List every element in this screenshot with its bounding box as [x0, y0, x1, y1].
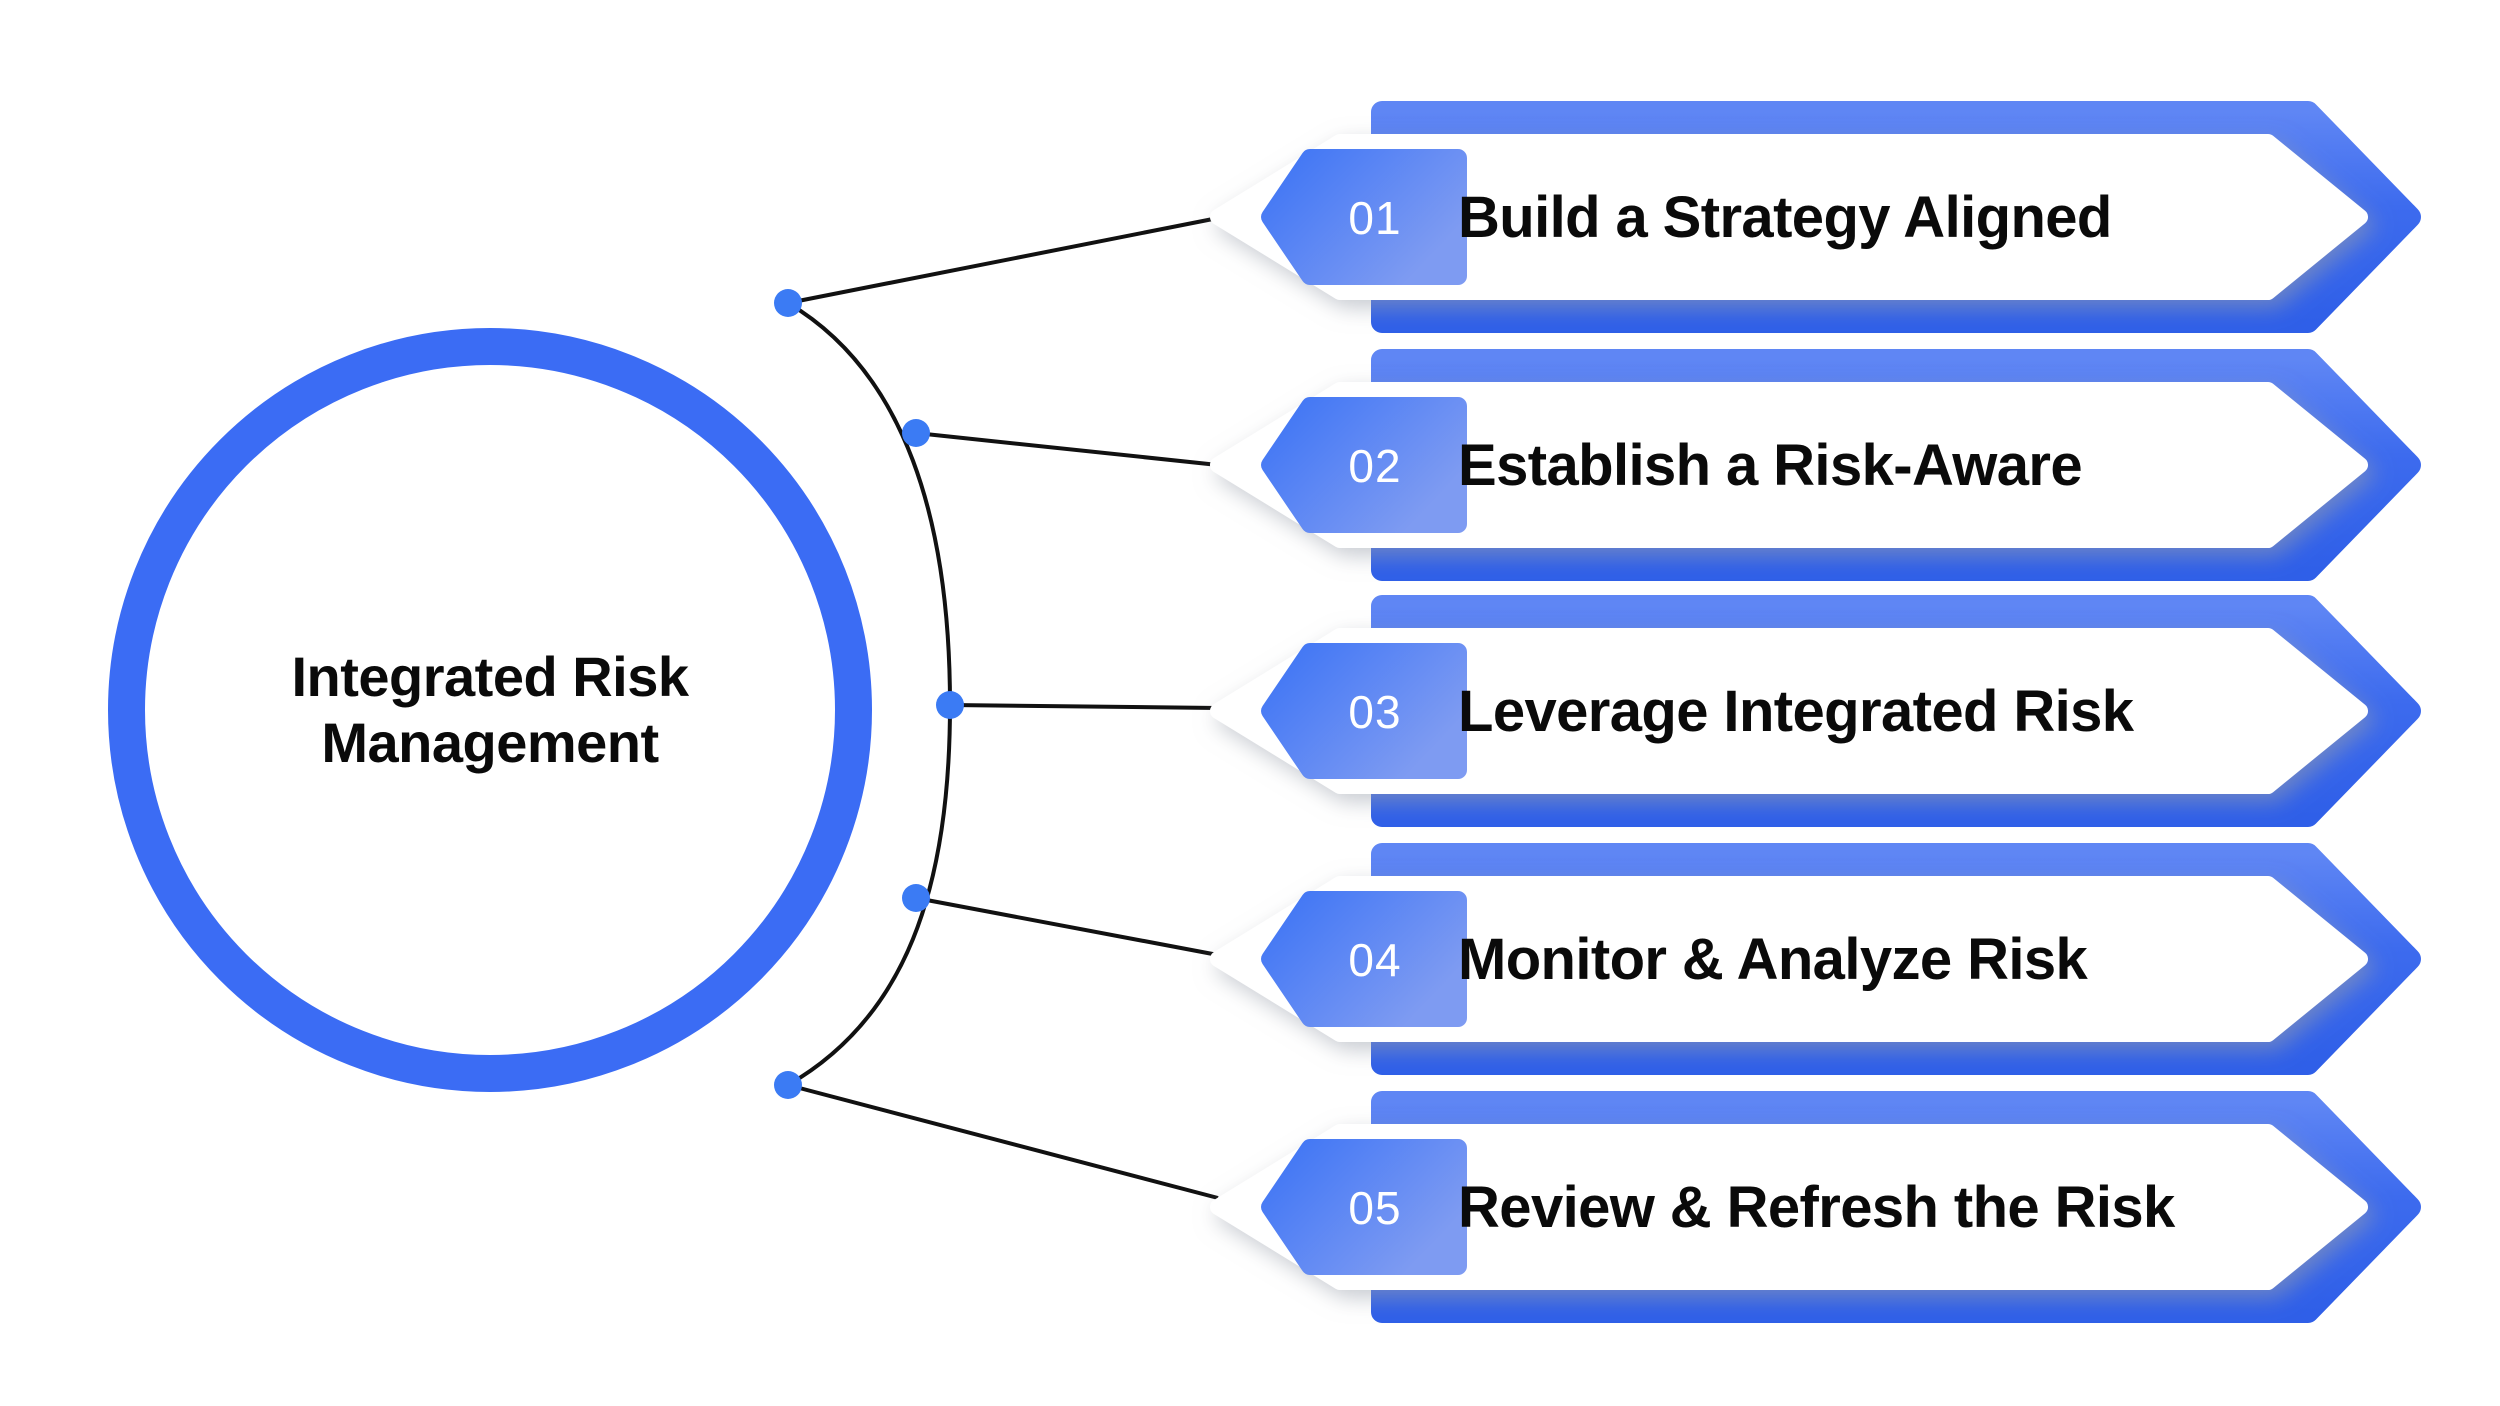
step-row-4[interactable]: 04 Monitor & Analyze Risk: [1210, 842, 2425, 1077]
step-title-2: Establish a Risk-Aware: [1458, 433, 2083, 498]
connector-dot-5: [774, 1071, 802, 1099]
step-white-card-4: [1210, 876, 2368, 1042]
step-shape-3: [1210, 595, 2421, 827]
step-shape-2: [1210, 349, 2421, 581]
step-number-1: 01: [1348, 191, 1402, 244]
step-number-chevron-2: [1261, 397, 1467, 533]
leader-line-3: [949, 703, 1219, 710]
connector-dot-4: [902, 884, 930, 912]
step-number-2: 02: [1348, 439, 1402, 492]
step-white-card-3: [1210, 628, 2368, 794]
step-number-chevron-3: [1261, 643, 1467, 779]
step-title-5: Review & Refresh the Risk: [1458, 1175, 2175, 1240]
step-shape-5: [1210, 1091, 2421, 1323]
step-row-3[interactable]: 03 Leverage Integrated Risk: [1210, 594, 2425, 829]
leader-line-1: [787, 216, 1219, 305]
step-shape-4: [1210, 843, 2421, 1075]
leader-line-5: [787, 1083, 1219, 1200]
step-title-1: Build a Strategy Aligned: [1458, 185, 2112, 250]
step-title-4: Monitor & Analyze Risk: [1458, 927, 2088, 992]
step-white-card-5: [1210, 1124, 2368, 1290]
step-white-card-2: [1210, 382, 2368, 548]
connector-dot-2: [902, 419, 930, 447]
step-white-card-1: [1210, 134, 2368, 300]
leader-line-4: [915, 896, 1219, 957]
connector-dot-1: [774, 289, 802, 317]
center-hub-circle: Integrated Risk Management: [108, 328, 872, 1092]
step-row-1[interactable]: 01 Build a Strategy Aligned: [1210, 100, 2425, 335]
step-shape-1: [1210, 101, 2421, 333]
step-number-chevron-4: [1261, 891, 1467, 1027]
center-hub-label: Integrated Risk Management: [291, 644, 689, 774]
step-row-5[interactable]: 05 Review & Refresh the Risk: [1210, 1090, 2425, 1325]
step-number-chevron-1: [1261, 149, 1467, 285]
leader-line-2: [915, 431, 1219, 467]
step-number-4: 04: [1348, 933, 1402, 986]
step-title-3: Leverage Integrated Risk: [1458, 679, 2134, 744]
step-number-chevron-5: [1261, 1139, 1467, 1275]
step-number-3: 03: [1348, 685, 1402, 738]
connector-dot-3: [936, 691, 964, 719]
step-row-2[interactable]: 02 Establish a Risk-Aware: [1210, 348, 2425, 583]
step-number-5: 05: [1348, 1181, 1402, 1234]
